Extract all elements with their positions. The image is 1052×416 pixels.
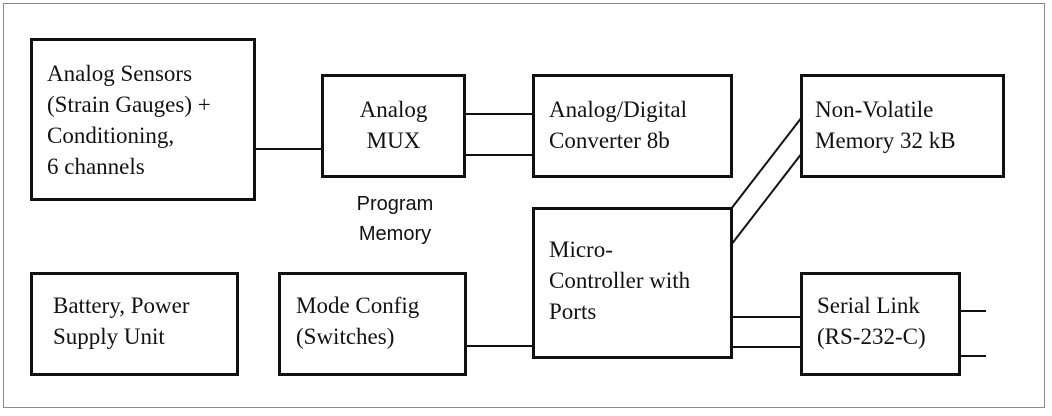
analog-mux-line-1: Analog [359, 97, 428, 122]
serial-link-line-1: Serial Link [817, 293, 920, 318]
battery-line-1: Battery, Power [53, 293, 190, 318]
analog-mux-block: Analog MUX [321, 74, 466, 178]
adc-line-1: Analog/Digital [549, 97, 687, 122]
program-memory-line-1: Program [356, 193, 434, 215]
microcontroller-line-2: Controller with [549, 268, 691, 293]
mode-config-line-1: Mode Config [296, 293, 420, 318]
wire-mcu-to-memory-lower [730, 152, 803, 246]
program-memory-line-2: Memory [358, 223, 432, 245]
analog-sensors-line-1: Analog Sensors [47, 61, 193, 86]
microcontroller-line-3: Ports [549, 299, 597, 324]
analog-mux-line-2: MUX [366, 128, 421, 153]
analog-sensors-line-4: 6 channels [47, 154, 145, 179]
adc-line-2: Converter 8b [549, 128, 670, 153]
mode-config-block: Mode Config (Switches) [278, 272, 467, 376]
microcontroller-block: Micro- Controller with Ports [532, 207, 733, 359]
mode-config-line-2: (Switches) [296, 324, 395, 349]
wire-mcu-to-memory-upper [730, 116, 803, 210]
analog-sensors-block: Analog Sensors (Strain Gauges) + Conditi… [30, 38, 256, 201]
analog-sensors-line-3: Conditioning, [47, 123, 175, 148]
microcontroller-line-1: Micro- [549, 237, 613, 262]
battery-power-supply-block: Battery, Power Supply Unit [30, 272, 239, 376]
nv-memory-line-1: Non-Volatile [815, 97, 934, 122]
program-memory-label: Program Memory [330, 189, 460, 249]
serial-link-block: Serial Link (RS-232-C) [800, 272, 961, 376]
serial-link-line-2: (RS-232-C) [817, 324, 926, 349]
analog-sensors-line-2: (Strain Gauges) + [47, 92, 211, 117]
battery-line-2: Supply Unit [53, 324, 165, 349]
adc-block: Analog/Digital Converter 8b [532, 74, 733, 178]
non-volatile-memory-block: Non-Volatile Memory 32 kB [800, 74, 1005, 178]
nv-memory-line-2: Memory 32 kB [815, 128, 956, 153]
